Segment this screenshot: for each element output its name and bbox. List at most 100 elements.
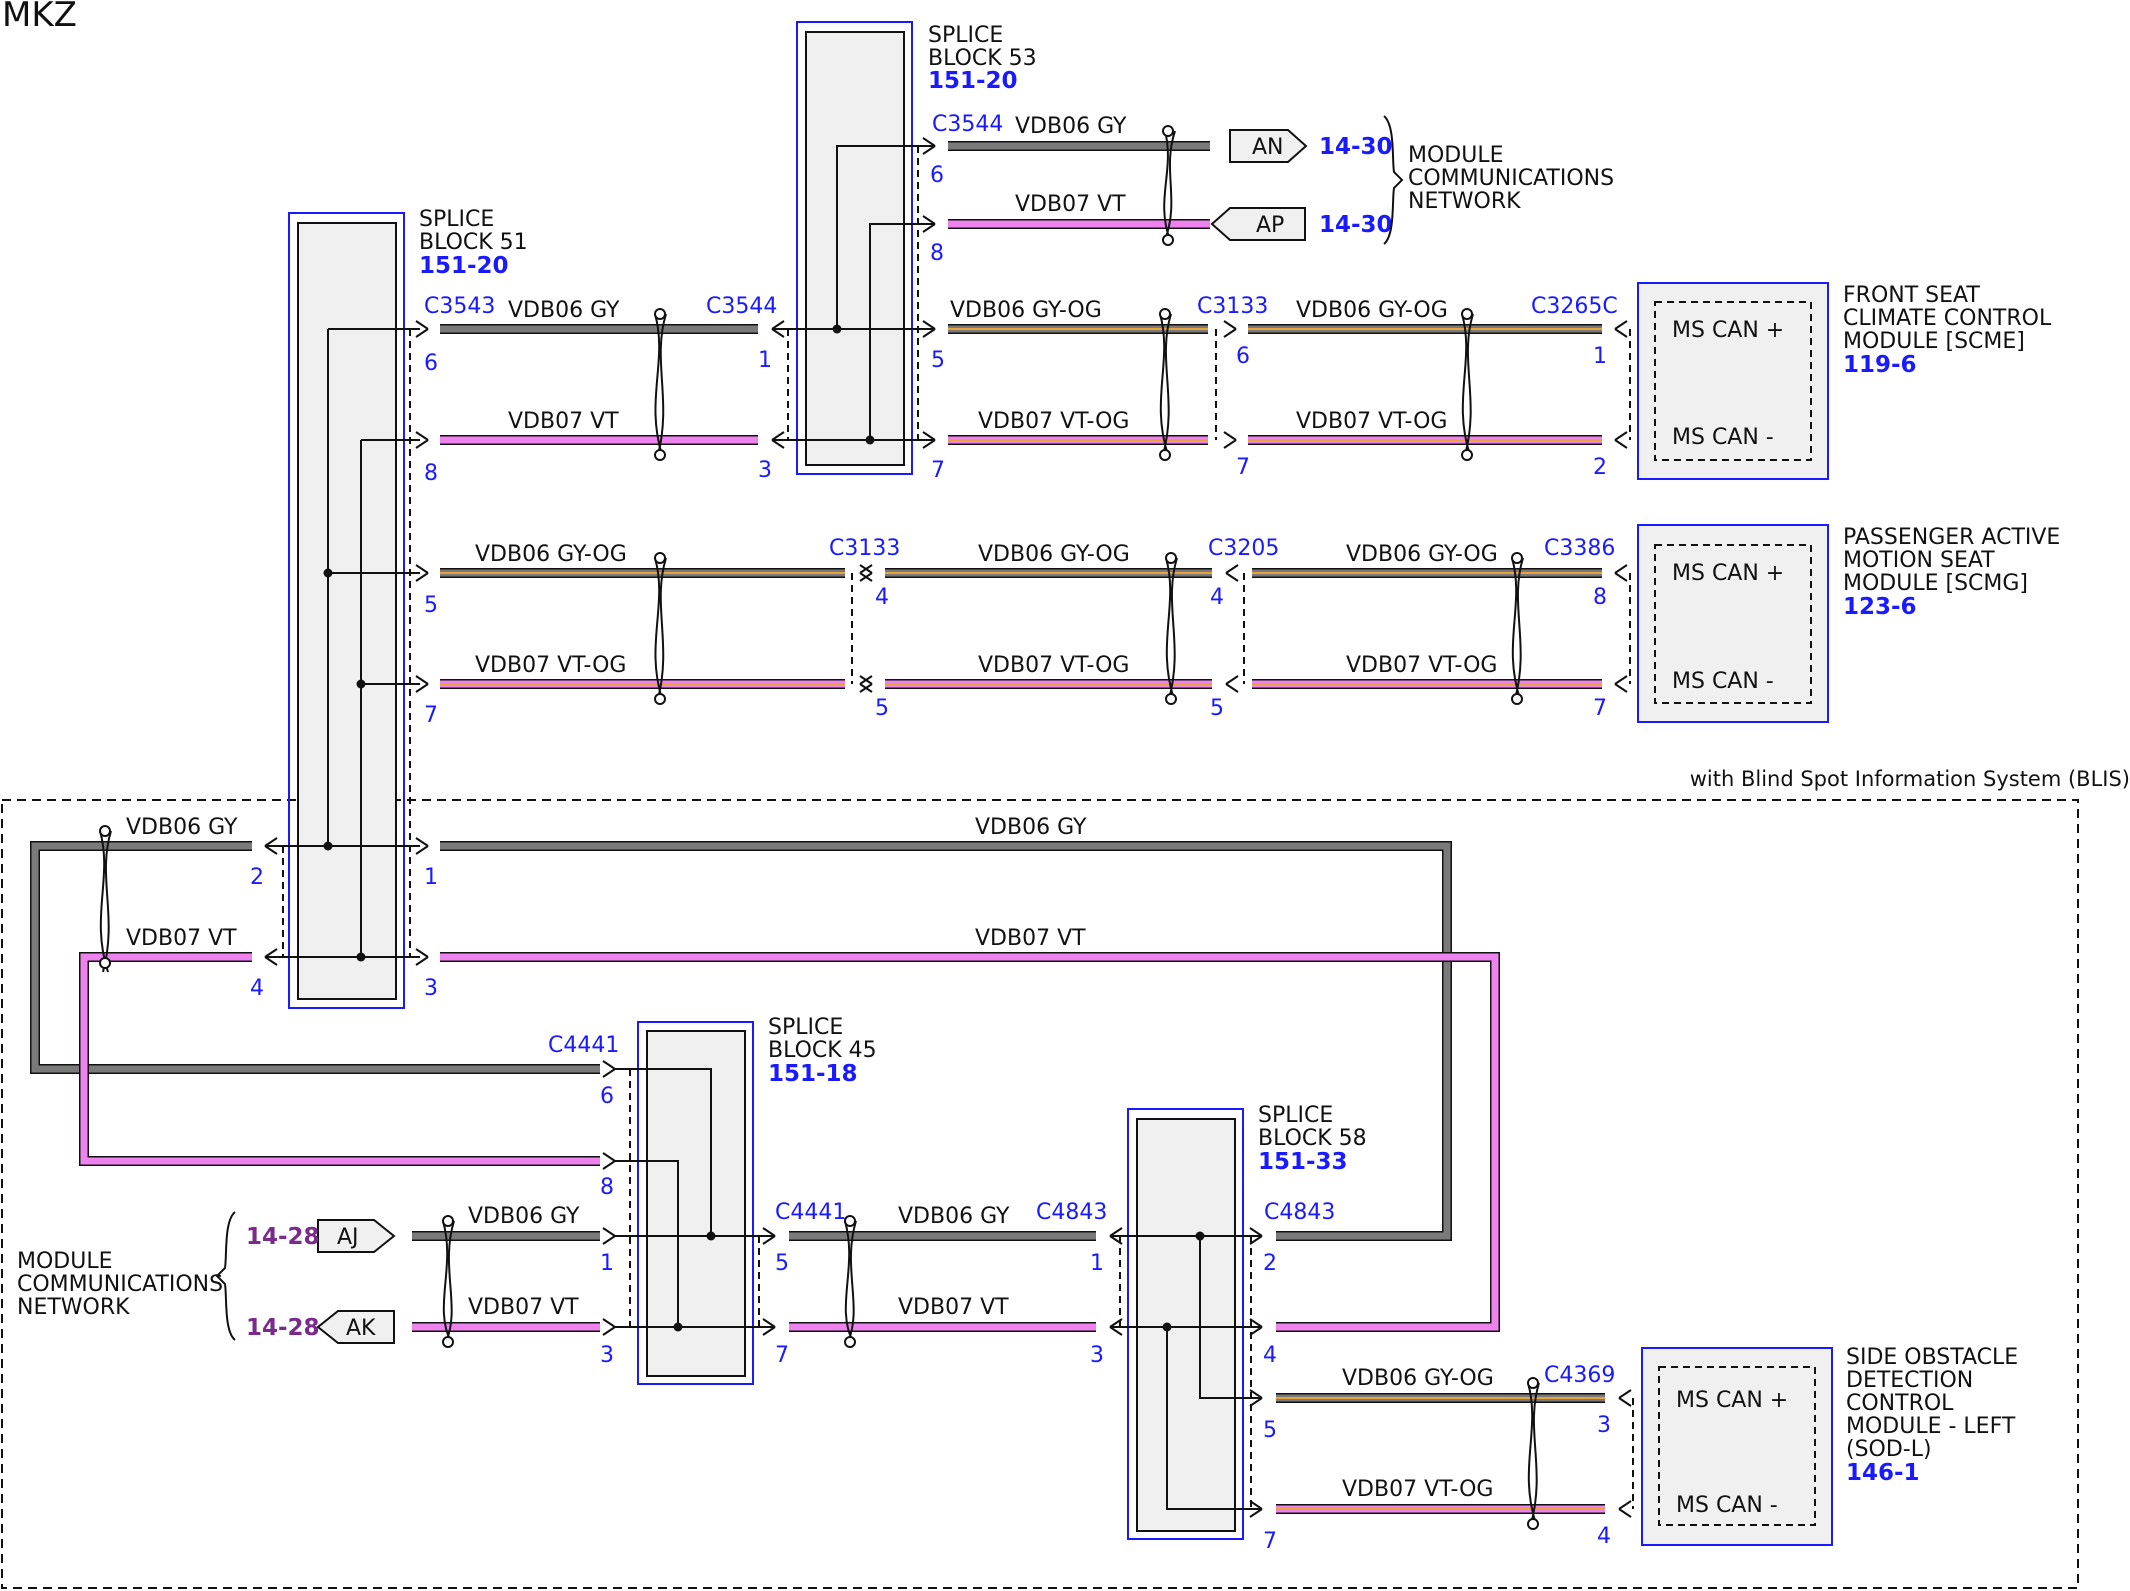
svg-text:BLOCK 51: BLOCK 51 — [419, 230, 528, 255]
svg-text:VDB07 VT-OG: VDB07 VT-OG — [475, 653, 626, 678]
svg-text:8: 8 — [424, 461, 438, 486]
connector-c3544-mid: C3544 — [706, 294, 777, 319]
svg-text:SPLICE: SPLICE — [1258, 1103, 1333, 1128]
svg-text:CLIMATE CONTROL: CLIMATE CONTROL — [1843, 306, 2052, 331]
flag-ak: AK 14-28 — [246, 1310, 395, 1344]
flag-an-ref: 14-30 — [1319, 134, 1393, 160]
svg-text:VDB06 GY-OG: VDB06 GY-OG — [475, 542, 627, 567]
svg-text:VDB07 VT: VDB07 VT — [468, 1295, 579, 1320]
svg-text:6: 6 — [930, 163, 944, 188]
svg-text:4: 4 — [1263, 1343, 1277, 1368]
wire-sodl-vt: VDB07 VT-OG — [1249, 1477, 1632, 1518]
svg-text:4: 4 — [1210, 585, 1224, 610]
module-sodl-ref: 146-1 — [1846, 1460, 1920, 1486]
svg-text:7: 7 — [775, 1343, 789, 1368]
svg-text:1: 1 — [1090, 1251, 1104, 1276]
svg-text:BLOCK 58: BLOCK 58 — [1258, 1126, 1367, 1151]
page-title: MKZ — [2, 0, 77, 35]
svg-text:BLOCK 45: BLOCK 45 — [768, 1038, 877, 1063]
connector-c4843-a: C4843 — [1036, 1200, 1107, 1225]
svg-text:1: 1 — [758, 348, 772, 373]
wire-long-vt: VDB07 VT — [415, 926, 1500, 1336]
splice-block-58: SPLICE BLOCK 58 151-33 — [1110, 1103, 1367, 1540]
svg-text:VDB07 VT-OG: VDB07 VT-OG — [1296, 409, 1447, 434]
svg-text:AK: AK — [346, 1316, 376, 1341]
scmg-pin-minus: MS CAN - — [1672, 669, 1774, 694]
svg-text:VDB07 VT-OG: VDB07 VT-OG — [1346, 653, 1497, 678]
svg-text:MODULE [SCME]: MODULE [SCME] — [1843, 329, 2025, 354]
svg-text:7: 7 — [931, 458, 945, 483]
svg-text:DETECTION: DETECTION — [1846, 1368, 1973, 1393]
svg-text:MOTION SEAT: MOTION SEAT — [1843, 548, 1995, 573]
svg-text:3: 3 — [600, 1343, 614, 1368]
svg-text:2: 2 — [1593, 455, 1607, 480]
scme-pin-minus: MS CAN - — [1672, 425, 1774, 450]
connector-c4441-a: C4441 — [548, 1033, 619, 1058]
svg-text:3: 3 — [758, 458, 772, 483]
svg-text:MODULE - LEFT: MODULE - LEFT — [1846, 1414, 2016, 1439]
svg-text:MODULE [SCMG]: MODULE [SCMG] — [1843, 571, 2028, 596]
splice-block-45: SPLICE BLOCK 45 151-18 — [615, 1015, 877, 1385]
svg-text:8: 8 — [930, 241, 944, 266]
svg-text:VDB06 GY-OG: VDB06 GY-OG — [1342, 1366, 1494, 1391]
scmg-pin-plus: MS CAN + — [1672, 561, 1784, 586]
svg-text:2: 2 — [250, 865, 264, 890]
svg-text:7: 7 — [1263, 1529, 1277, 1554]
splice-block-45-ref: 151-18 — [768, 1061, 858, 1087]
connector-c3205: C3205 — [1208, 536, 1279, 561]
splice-block-53-ref: 151-20 — [928, 68, 1018, 94]
svg-text:NETWORK: NETWORK — [1408, 189, 1521, 214]
svg-text:VDB07 VT: VDB07 VT — [1015, 192, 1126, 217]
flag-ap: AP 14-30 — [1210, 207, 1393, 241]
module-scmg: MS CAN + MS CAN - PASSENGER ACTIVE MOTIO… — [1637, 524, 2060, 723]
svg-text:SPLICE: SPLICE — [419, 207, 494, 232]
svg-text:VDB06 GY: VDB06 GY — [508, 298, 620, 323]
wire-scmg-leg1-gy: VDB06 GY-OG — [415, 542, 873, 582]
svg-text:FRONT SEAT: FRONT SEAT — [1843, 283, 1980, 308]
svg-text:MODULE: MODULE — [1408, 143, 1504, 168]
splice-block-53: SPLICE BLOCK 53 151-20 — [772, 21, 1037, 475]
svg-text:AJ: AJ — [337, 1225, 359, 1250]
svg-text:VDB06 GY-OG: VDB06 GY-OG — [978, 542, 1130, 567]
connector-c3265c: C3265C — [1531, 294, 1618, 319]
network-top-label: MODULE COMMUNICATIONS NETWORK — [1408, 143, 1614, 214]
flag-aj-ref: 14-28 — [246, 1224, 320, 1250]
blis-option-label: with Blind Spot Information System (BLIS… — [1690, 767, 2130, 791]
wire-left-loop-vt: VDB07 VT — [79, 926, 616, 1170]
wire-sb51-sb53-gy: VDB06 GY — [415, 298, 785, 338]
splice-block-51: SPLICE BLOCK 51 151-20 — [265, 207, 528, 1009]
svg-text:BLOCK 53: BLOCK 53 — [928, 46, 1037, 71]
connector-c3133-a: C3133 — [1197, 294, 1268, 319]
svg-text:VDB06 GY: VDB06 GY — [468, 1204, 580, 1229]
module-scmg-ref: 123-6 — [1843, 594, 1917, 620]
svg-text:VDB07 VT: VDB07 VT — [126, 926, 237, 951]
svg-text:5: 5 — [1210, 696, 1224, 721]
flag-aj: AJ 14-28 — [246, 1219, 396, 1253]
svg-text:3: 3 — [424, 976, 438, 1001]
connector-labels: C3544 C3543 C3544 C3133 C3265C C3133 C32… — [424, 112, 1618, 1388]
wire-scme-leg1-gy: VDB06 GY-OG — [922, 298, 1208, 338]
module-scme: MS CAN + MS CAN - FRONT SEAT CLIMATE CON… — [1637, 282, 2052, 480]
wire-aj: VDB06 GY — [412, 1204, 616, 1245]
wire-scmg-leg3-gy: VDB06 GY-OG — [1252, 542, 1628, 582]
wire-scmg-leg1-vt: VDB07 VT-OG — [415, 653, 873, 693]
svg-text:VDB06 GY-OG: VDB06 GY-OG — [1296, 298, 1448, 323]
svg-text:6: 6 — [600, 1084, 614, 1109]
wire-mid-vt: VDB07 VT — [762, 1295, 1123, 1336]
sodl-pin-minus: MS CAN - — [1676, 1493, 1778, 1518]
svg-text:VDB07 VT-OG: VDB07 VT-OG — [978, 653, 1129, 678]
svg-text:1: 1 — [1593, 344, 1607, 369]
wire-sb51-sb53-vt: VDB07 VT — [415, 409, 785, 449]
svg-text:7: 7 — [1593, 696, 1607, 721]
pin-numbers: 6 8 6 8 5 7 1 3 2 4 1 3 5 7 6 7 1 2 4 5 … — [250, 163, 1611, 1554]
splice-block-51-ref: 151-20 — [419, 253, 509, 279]
blis-option-region — [1, 799, 2079, 1589]
svg-text:VDB07 VT: VDB07 VT — [898, 1295, 1009, 1320]
wire-an: VDB06 GY — [922, 114, 1210, 155]
connector-c4369: C4369 — [1544, 1363, 1615, 1388]
wire-scmg-leg3-vt: VDB07 VT-OG — [1252, 653, 1628, 693]
svg-text:5: 5 — [775, 1251, 789, 1276]
svg-text:5: 5 — [1263, 1418, 1277, 1443]
